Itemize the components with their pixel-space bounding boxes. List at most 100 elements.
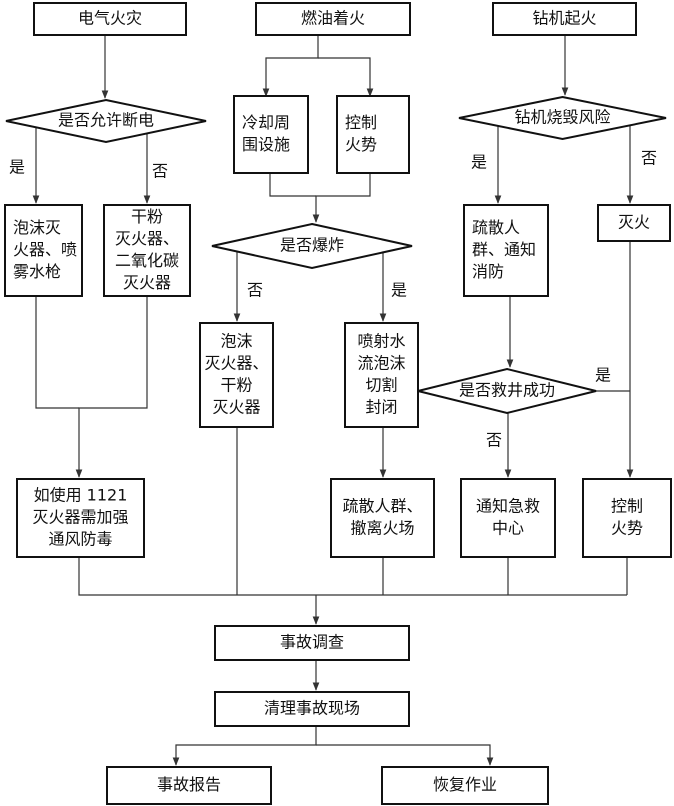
control-fire-bottom-box-frame — [582, 478, 672, 558]
notify-emergency-box-frame — [460, 478, 556, 558]
notify-emergency-box-text-line-1: 通知急救 — [476, 497, 540, 516]
branch-label-rescue-no: 否 — [486, 431, 502, 450]
connector-10 — [312, 173, 371, 223]
rig-destroy-risk-diamond-text-line-1: 钻机烧毁风险 — [514, 108, 610, 127]
connector-lines — [32, 35, 634, 766]
branch-label-rescue-yes: 是 — [595, 366, 611, 385]
branch-label-power-no: 否 — [152, 162, 168, 181]
evacuate-notify-box-text-line-3: 消防 — [472, 262, 504, 281]
connector-3 — [318, 57, 374, 97]
explosion-check-diamond-text-line-1: 是否爆炸 — [280, 236, 344, 255]
connector-2 — [262, 35, 319, 97]
foam-water-gun-box-frame — [4, 204, 83, 297]
branch-label-power-yes: 是 — [9, 158, 25, 177]
allow-power-off-diamond: 是否允许断电 — [5, 98, 207, 144]
rescue-success-diamond: 是否救井成功 — [417, 367, 597, 415]
foam-dry-powder-box-frame — [199, 322, 274, 428]
connector-28 — [316, 744, 494, 766]
clean-scene-box-text-line-1: 清理事故现场 — [264, 699, 360, 718]
evacuate-notify-box-text-line-2: 群、通知 — [472, 240, 536, 259]
foam-dry-powder-box-text-line-2: 灭火器、 — [204, 354, 268, 373]
branch-label-rig-yes: 是 — [471, 153, 487, 172]
ventilation-1121-box-text-line-3: 通风防毒 — [48, 530, 112, 549]
cool-surroundings-box-frame — [233, 95, 309, 174]
branch-labels: 是否否是是否是否 — [9, 149, 657, 450]
branch-label-rig-no: 否 — [641, 149, 657, 168]
dry-powder-co2-box-frame — [103, 204, 191, 297]
water-foam-cut-box-text-line-2: 流泡沫 — [357, 354, 405, 373]
allow-power-off-diamond-text-line-1: 是否允许断电 — [58, 111, 154, 130]
connector-27 — [172, 726, 317, 766]
evacuate-leave-box-text-line-2: 撤离火场 — [350, 519, 414, 538]
connector-13 — [35, 296, 79, 409]
explosion-check-diamond: 是否爆炸 — [211, 222, 413, 270]
connector-14 — [75, 296, 148, 478]
water-foam-cut-box-text-line-1: 喷射水 — [357, 332, 405, 351]
electrical-fire-box-frame — [33, 2, 187, 36]
rig-fire-box-text-line-1: 钻机起火 — [532, 9, 596, 28]
connector-20 — [78, 557, 627, 596]
fuel-fire-box-text-line-1: 燃油着火 — [301, 9, 365, 28]
cool-surroundings-box-text-line-1: 冷却周 — [242, 113, 290, 132]
branch-label-explosion-yes: 是 — [391, 281, 407, 300]
branch-label-explosion-no: 否 — [247, 281, 263, 300]
extinguish-box-text-line-1: 灭火 — [618, 213, 650, 232]
water-foam-cut-box-frame — [344, 322, 419, 428]
rig-destroy-risk-diamond: 钻机烧毁风险 — [458, 95, 667, 141]
extinguish-box-frame — [597, 204, 671, 242]
evacuate-leave-box: 疏散人群、撤离火场 — [330, 478, 435, 558]
connector-9 — [269, 173, 316, 197]
accident-report-box-frame — [106, 766, 272, 805]
control-fire-top-box-text-line-1: 控制 — [345, 113, 377, 132]
foam-dry-powder-box-text-line-1: 泡沫 — [220, 332, 252, 351]
accident-investigation-box-frame — [214, 625, 410, 661]
cool-surroundings-box-text-line-2: 围设施 — [242, 135, 290, 154]
foam-dry-powder-box-text-line-4: 灭火器 — [212, 398, 260, 417]
clean-scene-box-frame — [214, 691, 410, 727]
resume-work-box: 恢复作业 — [381, 766, 549, 805]
accident-report-box-text-line-1: 事故报告 — [157, 775, 221, 794]
evacuate-leave-box-frame — [330, 478, 435, 558]
foam-water-gun-box-text-line-3: 雾水枪 — [13, 262, 61, 281]
foam-water-gun-box-text-line-2: 火器、喷 — [13, 240, 77, 259]
accident-investigation-box-text-line-1: 事故调查 — [280, 633, 344, 652]
resume-work-box-text-line-1: 恢复作业 — [433, 775, 497, 794]
dry-powder-co2-box-text-line-4: 灭火器 — [123, 273, 171, 292]
clean-scene-box: 清理事故现场 — [214, 691, 410, 727]
resume-work-box-frame — [381, 766, 549, 805]
ventilation-1121-box-text-line-1: 如使用 1121 — [34, 486, 128, 505]
fuel-fire-box: 燃油着火 — [255, 2, 411, 36]
rescue-success-diamond-frame — [417, 367, 597, 415]
water-foam-cut-box-text-line-4: 封闭 — [365, 398, 397, 417]
flow-nodes: 电气火灾燃油着火钻机起火是否允许断电冷却周围设施控制火势钻机烧毁风险泡沫灭火器、… — [4, 2, 672, 805]
evacuate-notify-box-frame — [463, 204, 549, 297]
accident-investigation-box: 事故调查 — [214, 625, 410, 661]
rig-fire-box-frame — [492, 2, 637, 36]
evacuate-notify-box-text-line-1: 疏散人 — [472, 218, 520, 237]
allow-power-off-diamond-frame — [5, 98, 207, 144]
electrical-fire-box: 电气火灾 — [33, 2, 187, 36]
evacuate-leave-box-text-line-1: 疏散人群、 — [342, 497, 422, 516]
control-fire-top-box-text-line-2: 火势 — [345, 135, 377, 154]
accident-report-box: 事故报告 — [106, 766, 272, 805]
rig-destroy-risk-diamond-frame — [458, 95, 667, 141]
control-fire-bottom-box-text-line-2: 火势 — [611, 519, 643, 538]
dry-powder-co2-box-text-line-3: 二氧化碳 — [115, 251, 179, 270]
ventilation-1121-box-frame — [16, 478, 145, 558]
notify-emergency-box-text-line-2: 中心 — [492, 519, 524, 538]
foam-dry-powder-box-text-line-3: 干粉 — [220, 376, 252, 395]
dry-powder-co2-box-text-line-2: 灭火器、 — [115, 229, 179, 248]
fuel-fire-box-frame — [255, 2, 411, 36]
rig-fire-box: 钻机起火 — [492, 2, 637, 36]
dry-powder-co2-box-text-line-1: 干粉 — [131, 207, 163, 226]
